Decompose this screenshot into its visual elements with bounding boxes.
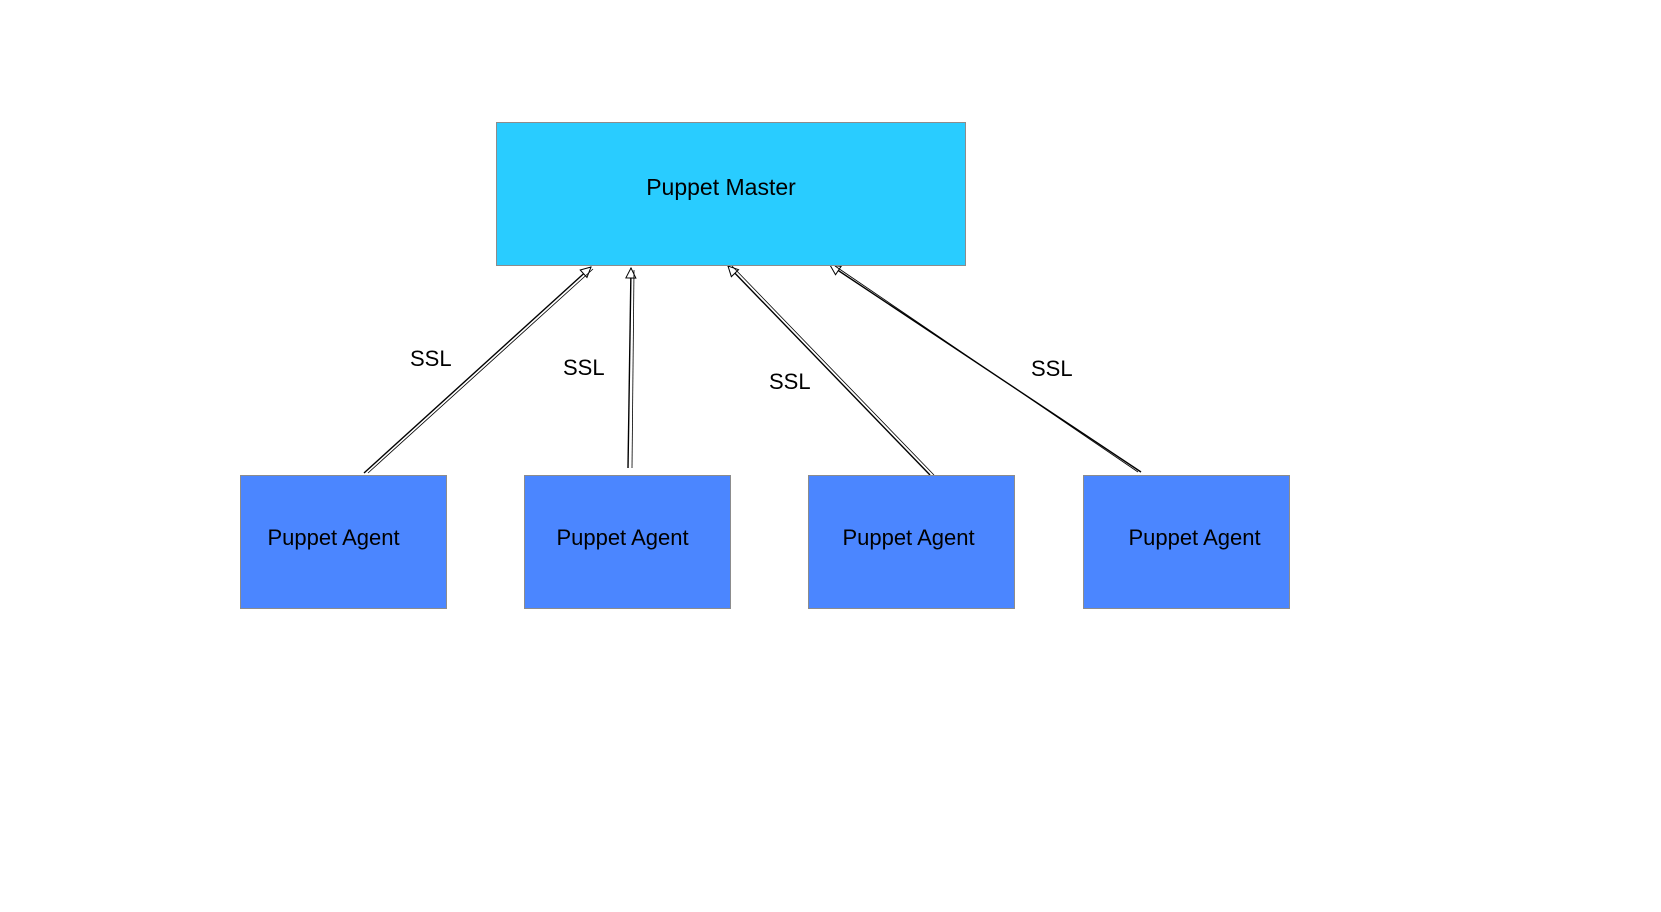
connector-agent-2 — [628, 268, 634, 469]
puppet-agent-label: Puppet Agent — [842, 525, 975, 550]
puppet-agent-node-1: Puppet Agent — [240, 475, 447, 609]
puppet-agent-node-4: Puppet Agent — [1083, 475, 1290, 609]
puppet-agent-label: Puppet Agent — [556, 525, 689, 550]
puppet-agent-label: Puppet Agent — [1128, 525, 1261, 550]
ssl-label-4: SSL — [1031, 356, 1073, 381]
puppet-agent-node-2: Puppet Agent — [524, 475, 731, 609]
ssl-label-1: SSL — [410, 346, 452, 371]
ssl-label-3: SSL — [769, 369, 811, 394]
puppet-agent-label: Puppet Agent — [267, 525, 400, 550]
puppet-master-label: Puppet Master — [646, 173, 796, 200]
connector-agent-4 — [830, 265, 1142, 473]
puppet-agent-node-3: Puppet Agent — [808, 475, 1015, 609]
connector-agent-3 — [728, 266, 935, 476]
connector-agent-1 — [363, 267, 594, 474]
ssl-label-2: SSL — [563, 355, 605, 380]
puppet-master-node: Puppet Master — [496, 122, 966, 266]
